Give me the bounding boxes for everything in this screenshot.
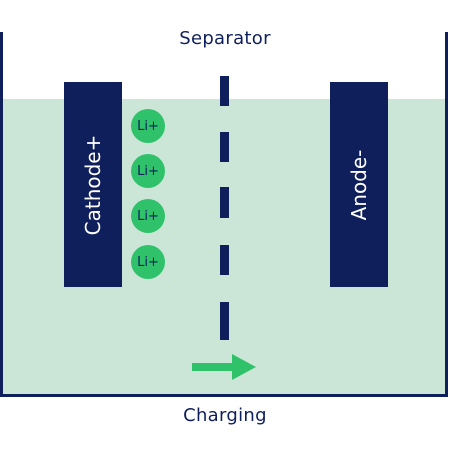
charging-label: Charging: [183, 405, 267, 426]
lithium-ion: Li+: [131, 199, 165, 233]
lithium-ion: Li+: [131, 109, 165, 143]
anode-electrode: Anode-: [330, 82, 388, 287]
separator-label: Separator: [179, 28, 271, 49]
anode-label: Anode-: [347, 149, 371, 220]
separator-dash: [220, 132, 229, 162]
tank-bottom-wall: [0, 394, 448, 397]
separator-dash: [220, 187, 229, 218]
lithium-ion: Li+: [131, 245, 165, 279]
separator-dash: [220, 76, 229, 106]
separator-dash: [220, 302, 229, 340]
lithium-ion: Li+: [131, 154, 165, 188]
tank-right-wall: [445, 32, 448, 397]
separator-dash: [220, 245, 229, 275]
cathode-label: Cathode+: [81, 134, 105, 235]
arrow-right-icon: [192, 354, 256, 380]
tank-left-wall: [0, 32, 3, 397]
cathode-electrode: Cathode+: [64, 82, 122, 287]
